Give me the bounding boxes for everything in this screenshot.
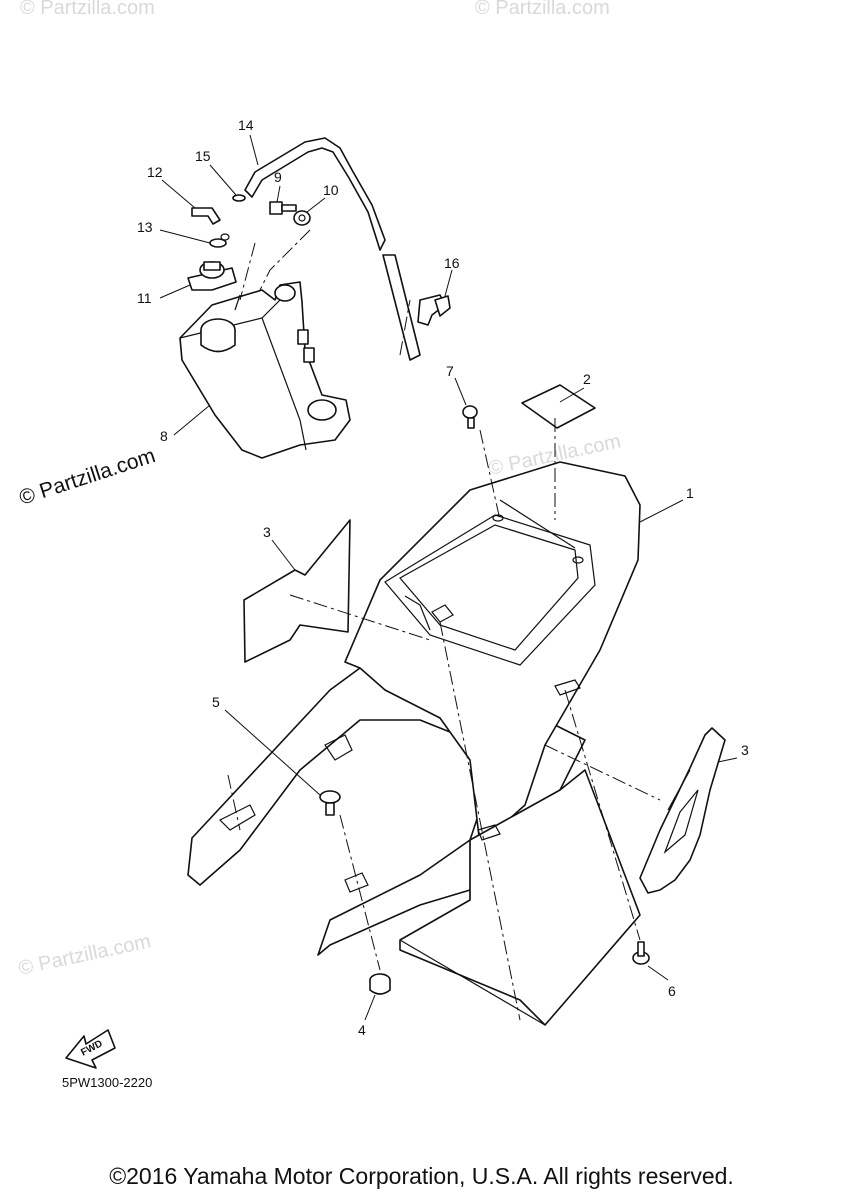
callout-15: 15: [195, 148, 211, 164]
callout-2: 2: [583, 371, 591, 387]
damper: [369, 973, 391, 995]
callout-6: 6: [668, 983, 676, 999]
callout-13: 13: [137, 219, 153, 235]
copyright-notice: ©2016 Yamaha Motor Corporation, U.S.A. A…: [109, 1163, 734, 1189]
bolt: [269, 201, 297, 215]
o-ring: [209, 233, 230, 248]
watermark-faded: © Partzilla.com: [475, 0, 610, 19]
rear-cowl: [187, 461, 641, 1026]
callout-4: 4: [358, 1022, 366, 1038]
elbow-pipe: [191, 207, 221, 225]
watermark-faded: © Partzilla.com: [20, 0, 155, 19]
callout-3-left: 3: [263, 524, 271, 540]
reservoir-tank: [179, 281, 351, 459]
watermark-main: © Partzilla.com: [16, 444, 158, 510]
callout-5: 5: [212, 694, 220, 710]
screw: [462, 405, 478, 429]
graphic-left: [243, 519, 351, 663]
callout-12: 12: [147, 164, 163, 180]
tank-cap: [187, 261, 237, 291]
emblem-label: [521, 384, 596, 429]
callout-14: 14: [238, 117, 254, 133]
hose-clamp: [417, 294, 451, 326]
collar: [293, 210, 311, 226]
breather-hose: [244, 137, 421, 361]
assembly-lines: [227, 229, 661, 1021]
graphic-right: [639, 727, 726, 894]
bolt-lower: [632, 941, 650, 965]
watermark-faded: © Partzilla.com: [16, 930, 152, 980]
callout-9: 9: [274, 169, 282, 185]
callout-1: 1: [686, 485, 694, 501]
leader-lines: [159, 134, 738, 1021]
grommet: [319, 790, 341, 816]
hose-clip: [232, 194, 246, 202]
callout-3-right: 3: [741, 742, 749, 758]
callout-11: 11: [137, 290, 152, 306]
callout-16: 16: [444, 255, 460, 271]
callout-7: 7: [446, 363, 454, 379]
callout-10: 10: [323, 182, 339, 198]
callout-8: 8: [160, 428, 168, 444]
diagram-code: 5PW1300-2220: [62, 1075, 152, 1090]
fwd-arrow-icon: FWD: [65, 1029, 116, 1069]
callout-numbers: 1 2 3 3 4 5 6 7 8 9 10 11 12 13 14 15 16: [137, 117, 749, 1038]
